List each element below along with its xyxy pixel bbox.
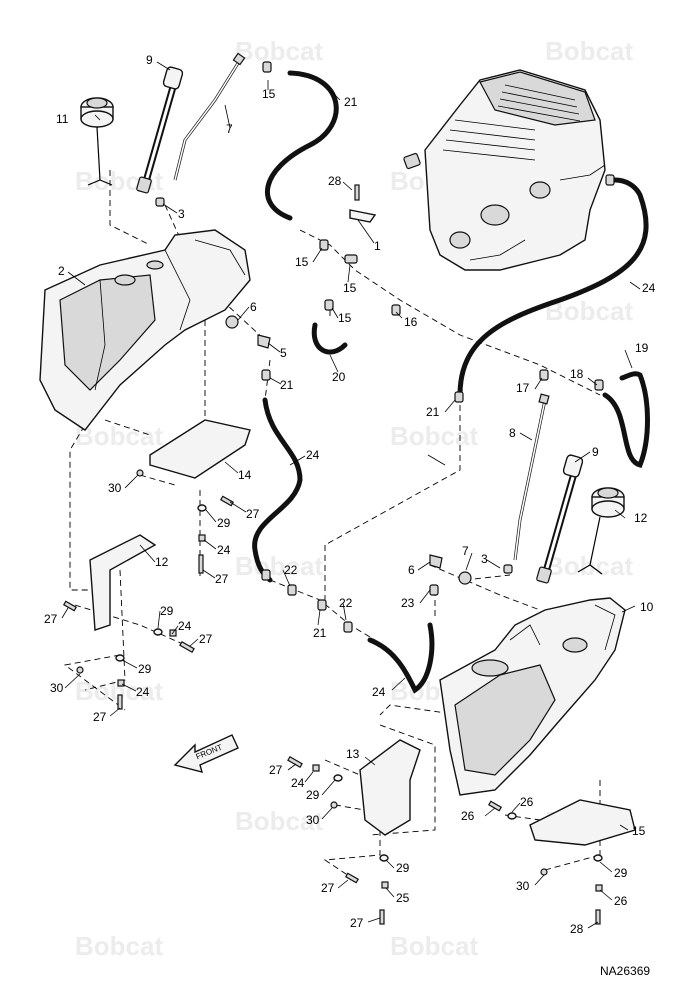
callout-2: 2 — [58, 264, 65, 278]
callout-27: 27 — [215, 572, 229, 586]
callout-10: 12 — [155, 555, 169, 569]
callout-6: 8 — [509, 426, 516, 440]
callout-30: 30 — [306, 813, 320, 827]
callout-19: 21 — [313, 626, 327, 640]
callout-14: 15 — [343, 281, 357, 295]
engine-cooling-fins — [442, 84, 581, 161]
callout-15: 15 — [262, 87, 276, 101]
callout-21: 22 — [284, 563, 298, 577]
callout-28: 28 — [328, 174, 342, 188]
hose-16 — [602, 371, 650, 468]
callout-8: 10 — [640, 600, 654, 614]
bracket-13 — [529, 799, 636, 846]
callout-29: 29 — [614, 866, 628, 880]
left-fuel-tank — [39, 229, 251, 431]
watermark: Bobcat — [235, 36, 323, 66]
callout-3: 3 — [481, 552, 488, 566]
mounting-brackets — [89, 419, 636, 846]
callout-21: 22 — [339, 596, 353, 610]
right-fuel-tank — [439, 597, 626, 796]
watermark: Bobcat — [75, 931, 163, 961]
watermark: Bobcat — [235, 551, 323, 581]
callout-29: 29 — [306, 788, 320, 802]
callout-27: 27 — [44, 612, 58, 626]
callout-1: 1 — [374, 239, 381, 253]
drawing-reference-number: NA26369 — [600, 964, 650, 978]
callout-15: 15 — [295, 255, 309, 269]
callout-5: 7 — [462, 544, 469, 558]
callout-24: 24 — [291, 776, 305, 790]
callout-15: 16 — [404, 315, 418, 329]
callout-13: 15 — [632, 824, 646, 838]
callout-29: 29 — [396, 861, 410, 875]
callout-7: 9 — [592, 445, 599, 459]
callout-15: 15 — [338, 311, 352, 325]
callout-9: 12 — [634, 511, 648, 525]
watermark: Bobcat — [75, 421, 163, 451]
callout-3: 3 — [178, 207, 185, 221]
dipstick-assemblies — [136, 52, 584, 584]
hose-22-upper — [252, 397, 303, 583]
callout-17: 20 — [332, 370, 346, 384]
callout-23: 24 — [642, 281, 656, 295]
callout-21: 21 — [280, 378, 294, 392]
callout-11: 13 — [346, 747, 360, 761]
callout-22: 24 — [306, 448, 320, 462]
watermark: Bobcat — [545, 36, 633, 66]
bracket-11 — [359, 739, 421, 836]
callout-27: 27 — [199, 632, 213, 646]
callout-27: 27 — [350, 916, 364, 930]
callout-15: 17 — [516, 381, 530, 395]
hardware — [62, 61, 615, 925]
watermark: Bobcat — [390, 421, 478, 451]
callout-24: 24 — [217, 543, 231, 557]
leader-lines — [61, 61, 641, 929]
callout-26: 26 — [461, 809, 475, 823]
callout-30: 30 — [516, 879, 530, 893]
callout-24: 24 — [178, 619, 192, 633]
callout-29: 29 — [138, 662, 152, 676]
callout-30: 30 — [108, 481, 122, 495]
callout-27: 27 — [269, 763, 283, 777]
callout-4: 5 — [280, 346, 287, 360]
callout-15: 18 — [570, 367, 584, 381]
callout-6: 7 — [226, 122, 233, 136]
callout-5: 6 — [250, 300, 257, 314]
callout-4: 6 — [408, 563, 415, 577]
callout-20: 21 — [426, 405, 440, 419]
callout-24: 24 — [136, 685, 150, 699]
bracket-12 — [149, 419, 251, 479]
callout-27: 27 — [321, 881, 335, 895]
fuel-hoses — [252, 70, 650, 694]
watermark: Bobcat — [390, 931, 478, 961]
callout-18: 21 — [344, 95, 358, 109]
callout-21: 23 — [401, 596, 415, 610]
callout-labels: 9 7 3 11 2 15 21 28 1 15 15 15 16 20 6 5… — [44, 53, 656, 936]
callout-25: 26 — [520, 795, 534, 809]
hose-22-lower — [367, 622, 435, 694]
hose-18 — [264, 70, 339, 221]
callout-12: 14 — [238, 468, 252, 482]
callout-27: 28 — [570, 922, 584, 936]
callout-29: 29 — [160, 604, 174, 618]
bracket-10 — [89, 534, 157, 631]
callout-7: 9 — [146, 53, 153, 67]
callout-16: 19 — [635, 341, 649, 355]
fuel-caps — [80, 97, 625, 575]
callout-27: 27 — [93, 710, 107, 724]
callout-9: 11 — [56, 112, 69, 126]
watermark: Bobcat — [235, 806, 323, 836]
callout-29: 29 — [217, 516, 231, 530]
hose-23 — [457, 177, 649, 398]
engine-assembly — [403, 69, 606, 271]
front-direction-arrow: FRONT — [173, 734, 239, 773]
hose-17 — [311, 322, 348, 355]
callout-24: 25 — [396, 891, 410, 905]
callout-30: 30 — [50, 681, 64, 695]
callout-24: 26 — [614, 894, 628, 908]
callout-26: 27 — [246, 507, 260, 521]
callout-22: 24 — [372, 685, 386, 699]
